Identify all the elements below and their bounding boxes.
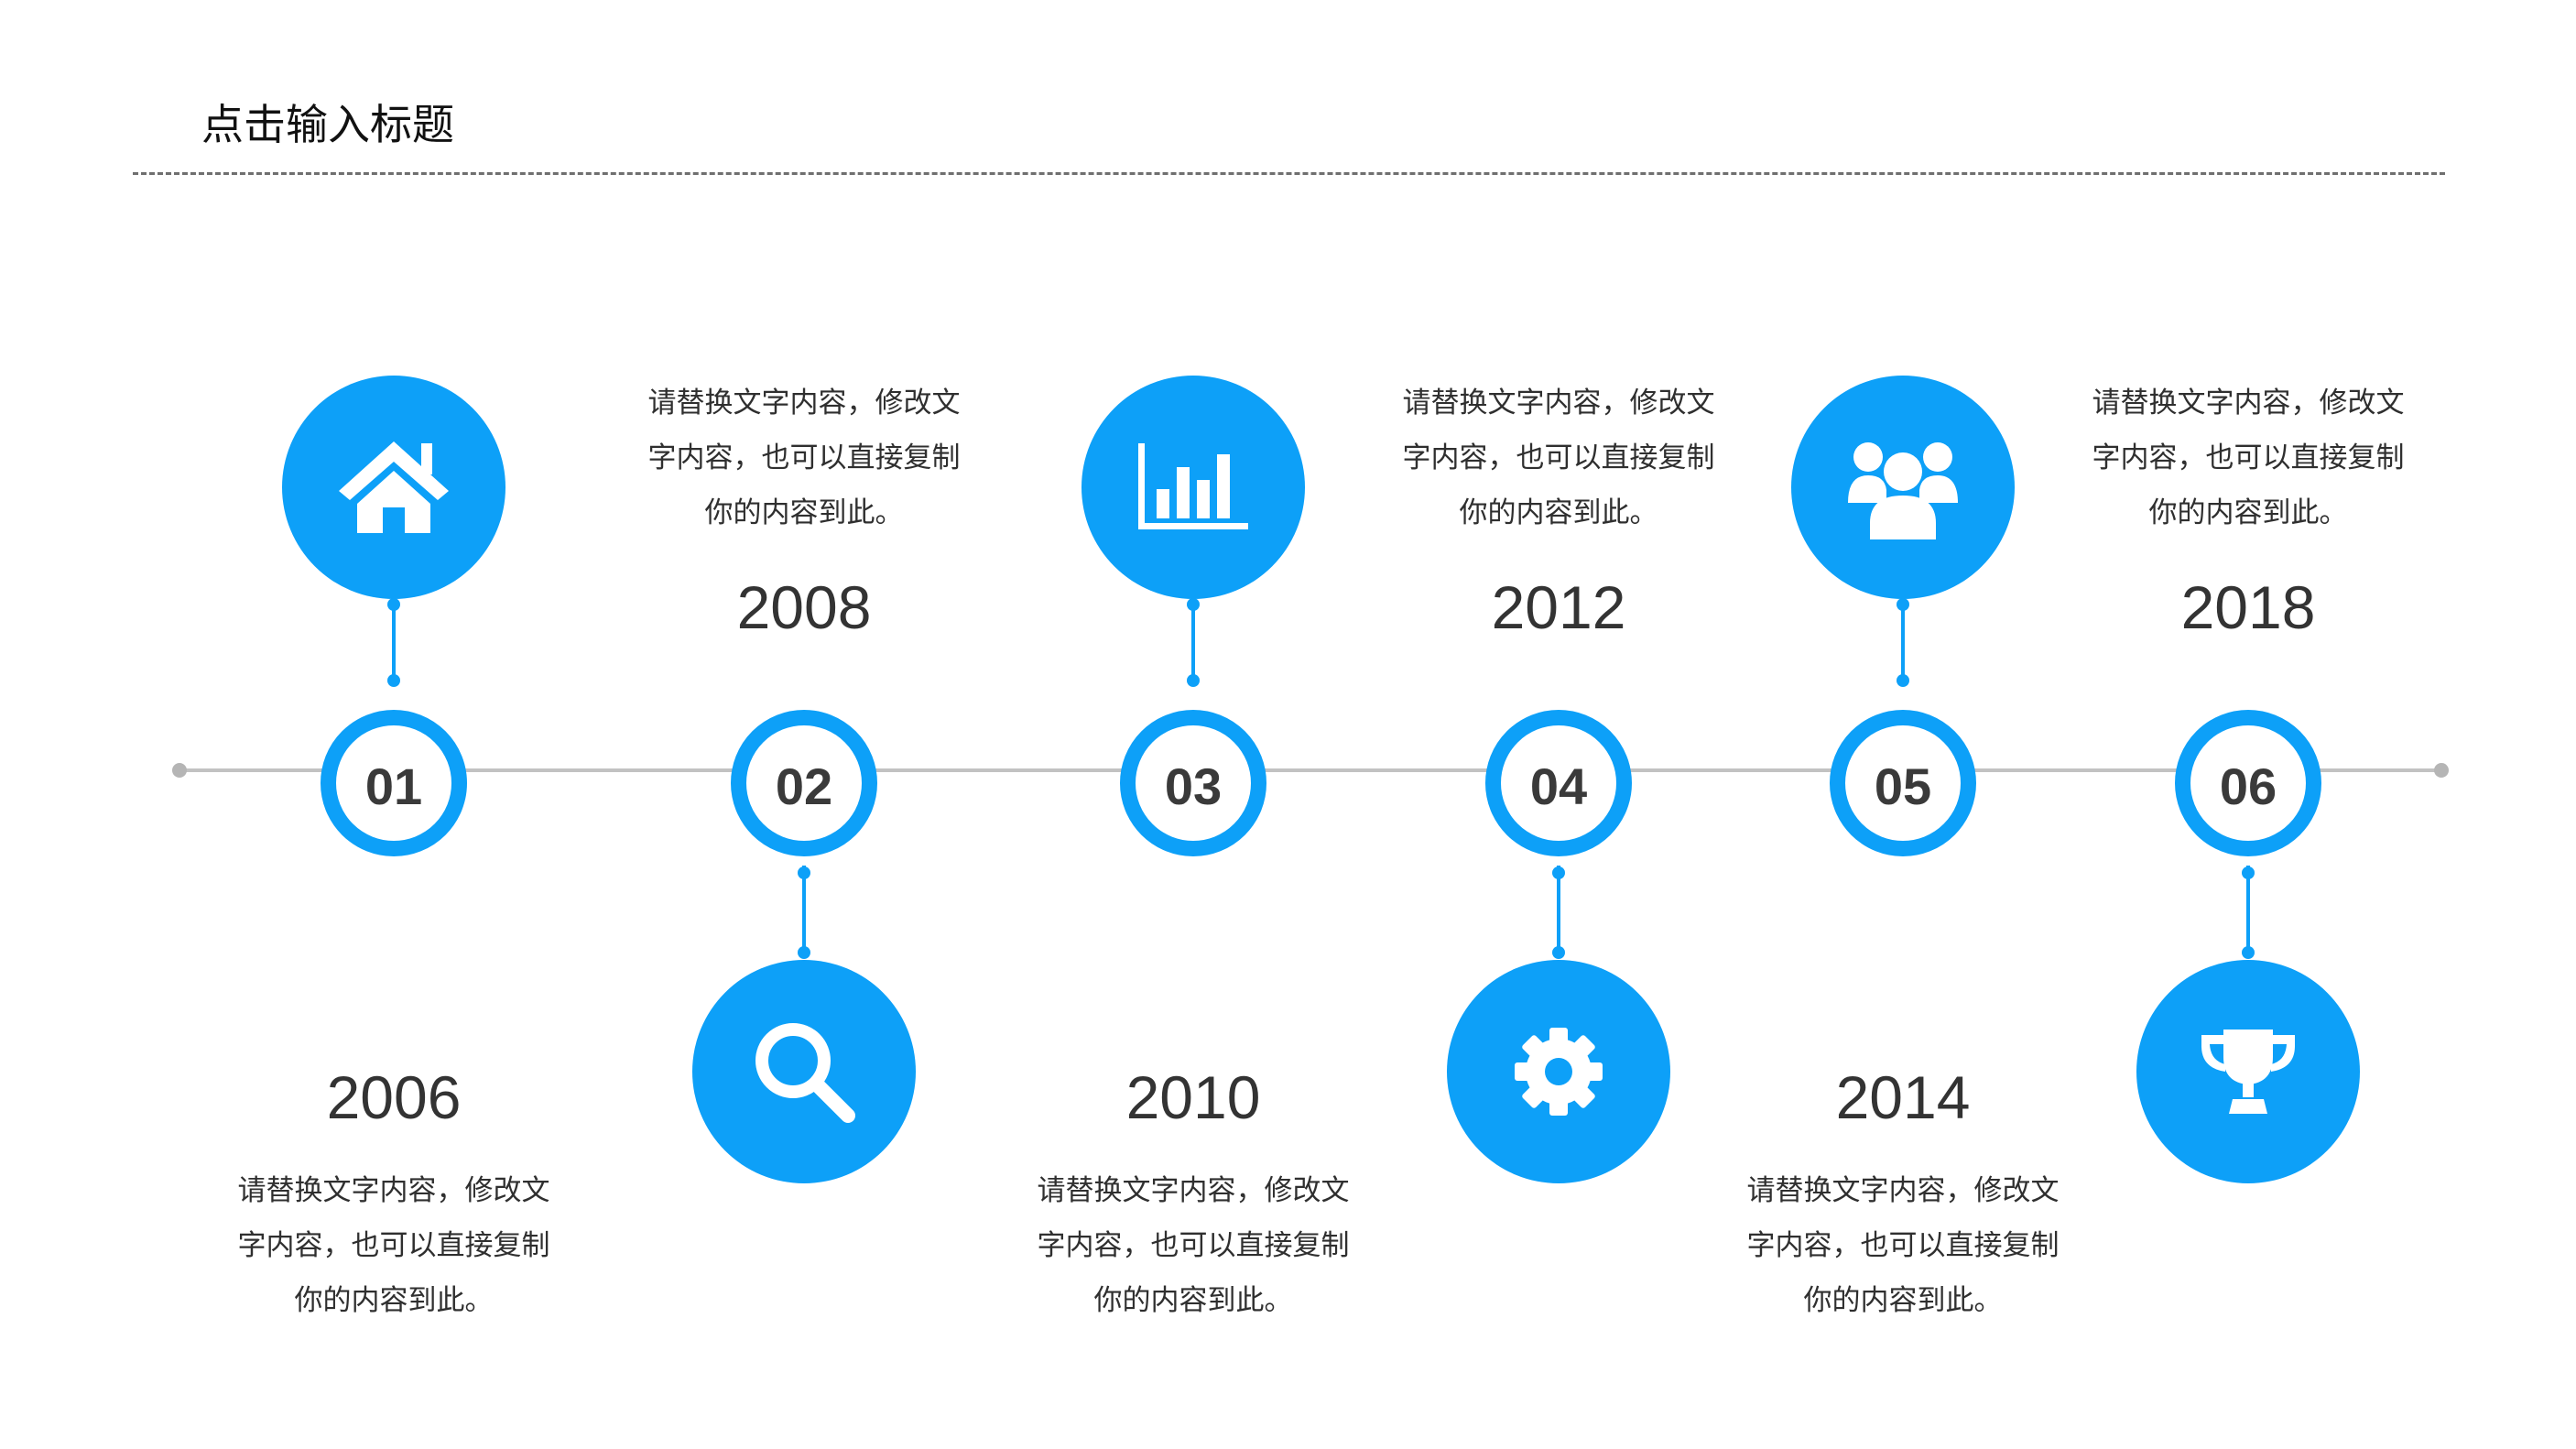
description-line: 请替换文字内容，修改文	[647, 387, 961, 419]
users-icon	[1848, 442, 1958, 539]
timeline-axis-start-dot	[172, 763, 187, 778]
timeline-axis-end-dot	[2434, 763, 2449, 778]
connector-line	[1901, 597, 1905, 681]
description-line: 字内容，也可以直接复制	[1402, 441, 1715, 474]
search-icon	[755, 1023, 855, 1123]
description-line: 字内容，也可以直接复制	[1037, 1229, 1350, 1262]
description-line: 你的内容到此。	[1093, 1284, 1293, 1317]
description-line: 请替换文字内容，修改文	[1037, 1174, 1350, 1207]
connector-line	[1557, 866, 1560, 953]
connector-dot	[798, 946, 810, 959]
icon-circle	[282, 376, 505, 599]
year-label: 2012	[1491, 573, 1626, 641]
icon-circle	[2136, 960, 2360, 1183]
connector-dot	[387, 674, 400, 687]
description-line: 请替换文字内容，修改文	[2092, 387, 2405, 419]
connector-line	[1191, 597, 1195, 681]
gear-icon	[1515, 1028, 1603, 1116]
connector-dot	[387, 598, 400, 611]
number-circle: 03	[1120, 710, 1266, 856]
description-text: 请替换文字内容，修改文 字内容，也可以直接复制 你的内容到此。	[2056, 376, 2440, 540]
description-text: 请替换文字内容，修改文 字内容，也可以直接复制 你的内容到此。	[612, 376, 996, 540]
connector-dot	[1552, 946, 1565, 959]
number-circle: 02	[731, 710, 877, 856]
year-label: 2014	[1835, 1063, 1971, 1131]
title-divider	[133, 172, 2445, 175]
node-number: 02	[775, 757, 833, 815]
connector-line	[392, 597, 396, 681]
icon-circle	[692, 960, 916, 1183]
connector-dot	[1897, 674, 1909, 687]
connector-line	[802, 866, 806, 953]
page-title: 点击输入标题	[201, 100, 454, 149]
description-line: 你的内容到此。	[2148, 496, 2348, 529]
description-line: 字内容，也可以直接复制	[2092, 441, 2405, 474]
description-line: 字内容，也可以直接复制	[1746, 1229, 2060, 1262]
node-number: 04	[1529, 757, 1588, 815]
node-number: 05	[1874, 757, 1932, 815]
description-line: 你的内容到此。	[704, 496, 904, 529]
description-text: 请替换文字内容，修改文 字内容，也可以直接复制 你的内容到此。	[1366, 376, 1751, 540]
description-line: 你的内容到此。	[1803, 1284, 2003, 1317]
connector-line	[2246, 866, 2250, 953]
number-circle: 04	[1485, 710, 1632, 856]
node-number: 06	[2219, 757, 2277, 815]
description-line: 请替换文字内容，修改文	[237, 1174, 550, 1207]
description-line: 字内容，也可以直接复制	[237, 1229, 550, 1262]
icon-circle	[1081, 376, 1305, 599]
description-line: 请替换文字内容，修改文	[1402, 387, 1715, 419]
year-label: 2018	[2180, 573, 2316, 641]
connector-dot	[1552, 866, 1565, 879]
icon-circle	[1791, 376, 2015, 599]
trophy-icon	[2201, 1030, 2295, 1114]
node-number: 03	[1164, 757, 1223, 815]
description-text: 请替换文字内容，修改文 字内容，也可以直接复制 你的内容到此。	[1001, 1163, 1386, 1328]
node-number: 01	[364, 757, 423, 815]
year-label: 2008	[736, 573, 872, 641]
connector-dot	[1187, 674, 1200, 687]
timeline-axis	[179, 768, 2441, 772]
year-label: 2010	[1125, 1063, 1261, 1131]
bar-chart-icon	[1138, 443, 1248, 529]
description-text: 请替换文字内容，修改文 字内容，也可以直接复制 你的内容到此。	[1711, 1163, 2095, 1328]
connector-dot	[2242, 866, 2255, 879]
number-circle: 06	[2175, 710, 2321, 856]
number-circle: 01	[321, 710, 467, 856]
description-line: 你的内容到此。	[294, 1284, 494, 1317]
description-line: 字内容，也可以直接复制	[647, 441, 961, 474]
connector-dot	[1187, 598, 1200, 611]
icon-circle	[1447, 960, 1670, 1183]
description-line: 你的内容到此。	[1459, 496, 1658, 529]
description-line: 请替换文字内容，修改文	[1746, 1174, 2060, 1207]
connector-dot	[1897, 598, 1909, 611]
connector-dot	[2242, 946, 2255, 959]
year-label: 2006	[326, 1063, 462, 1131]
connector-dot	[798, 866, 810, 879]
home-icon	[339, 441, 449, 533]
description-text: 请替换文字内容，修改文 字内容，也可以直接复制 你的内容到此。	[201, 1163, 586, 1328]
number-circle: 05	[1830, 710, 1976, 856]
